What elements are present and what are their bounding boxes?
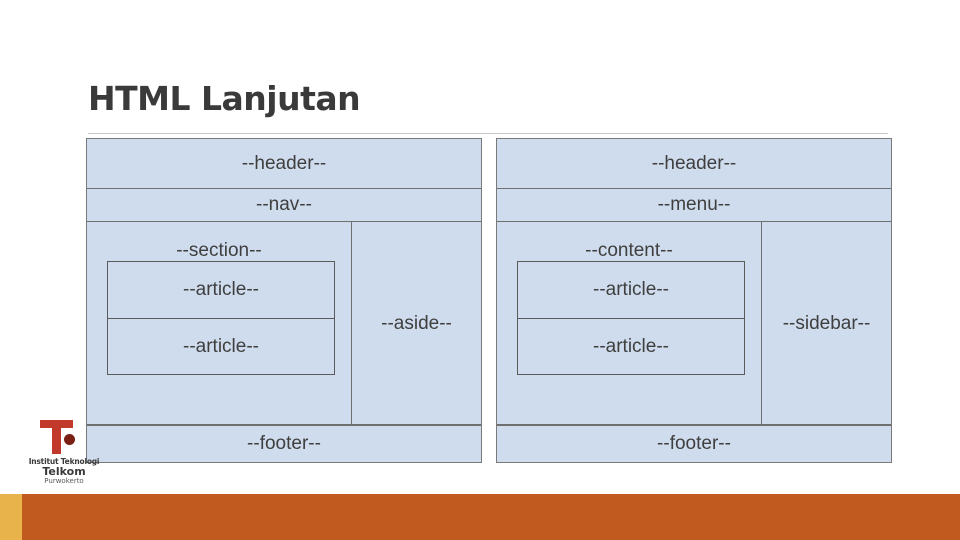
logo-dot [64,434,75,445]
logo-bar-vertical [52,420,61,454]
footer-accent-bar [0,494,960,540]
logo-city-line: Purwokerto [44,477,84,486]
footer-accent-bar-left [0,494,22,540]
logo-name-line: Telkom [42,465,86,479]
layout-diagram-semantic: --header-- --nav-- --section-- --aside--… [86,138,482,463]
diagram-left-footer-cell: --footer-- [87,424,481,462]
diagram-right-article-group: --article-- --article-- [517,261,745,375]
logo-institute-line: Institut Teknologi [28,457,100,466]
diagram-right-footer-cell: --footer-- [497,424,891,462]
diagram-right-article-1: --article-- [518,262,744,319]
diagram-right-article-2: --article-- [593,336,669,357]
diagram-right-sidebar-cell: --sidebar-- [762,222,891,426]
layout-diagram-named-div: --header-- --menu-- --content-- --sideba… [496,138,892,463]
diagram-left-article-2: --article-- [183,336,259,357]
logo-text: Institut Teknologi Telkom Purwokerto [22,457,106,486]
diagram-area: --header-- --nav-- --section-- --aside--… [86,138,892,463]
title-divider [88,133,888,134]
diagram-left-aside-cell: --aside-- [352,222,481,426]
diagram-left-article-group: --article-- --article-- [107,261,335,375]
diagram-left-nav-cell: --nav-- [87,189,481,222]
diagram-left-header-cell: --header-- [87,139,481,189]
diagram-left-section-cell: --section-- [87,222,352,426]
page-title: HTML Lanjutan [88,79,361,118]
telkom-t-icon [38,418,78,456]
diagram-right-content-cell: --content-- [497,222,762,426]
diagram-right-menu-cell: --menu-- [497,189,891,222]
institution-logo: Institut Teknologi Telkom Purwokerto [22,418,106,492]
diagram-left-article-1: --article-- [108,262,334,319]
diagram-right-header-cell: --header-- [497,139,891,189]
